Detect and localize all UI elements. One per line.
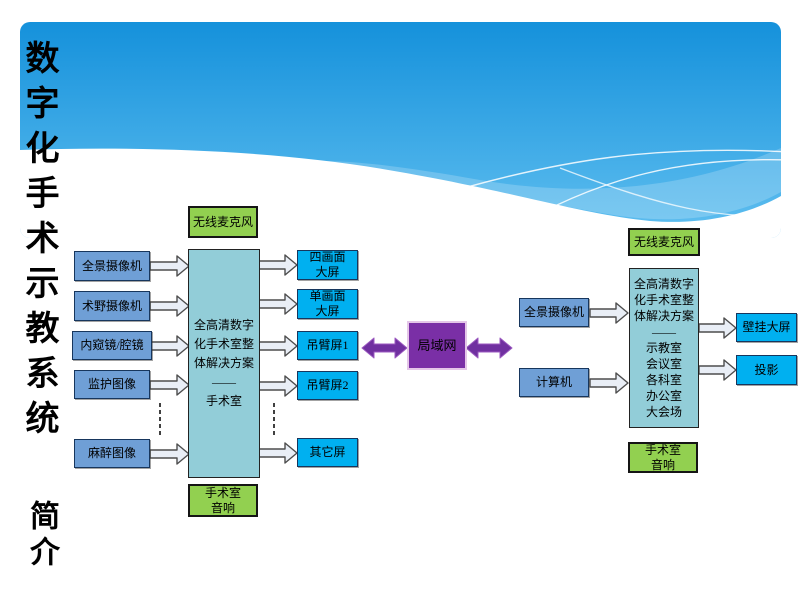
solution-line: 化手术室整	[193, 337, 254, 351]
lan-link-arrow-left	[361, 337, 408, 359]
source-label: 麻醉图像	[87, 446, 136, 460]
banner-wave-graphic	[20, 22, 781, 238]
audio-line: 手术室	[644, 442, 681, 457]
solution-line: ——	[652, 325, 676, 339]
display-line: 大屏	[315, 304, 340, 318]
display-box-single-screen: 单画面 大屏	[297, 289, 358, 319]
solution-line: 办公室	[645, 389, 682, 403]
solution-line: 体解决方案	[633, 309, 694, 323]
flow-arrow	[258, 375, 298, 397]
display-line: 大屏	[315, 265, 340, 279]
slide-subtitle-vertical: 简介	[25, 500, 58, 572]
display-box-boom-screen-2: 吊臂屏2	[297, 371, 358, 400]
audio-line: 音响	[210, 500, 235, 515]
display-line: 吊臂屏2	[306, 378, 349, 392]
audio-box-right: 手术室 音响	[628, 442, 698, 473]
solution-line: 全高清数字	[193, 318, 254, 332]
audio-line: 音响	[650, 457, 675, 472]
source-label: 内窥镜/腔镜	[80, 338, 144, 352]
display-box-projection: 投影	[736, 355, 797, 385]
source-box-panoramic-camera: 全景摄像机	[74, 251, 150, 281]
solution-line: ——	[212, 375, 236, 389]
lan-box: 局域网	[407, 321, 467, 370]
solution-line: 手术室	[205, 394, 242, 408]
source-box-endoscope: 内窥镜/腔镜	[72, 331, 152, 360]
display-box-quad-screen: 四画面 大屏	[297, 250, 358, 280]
flow-arrow	[149, 255, 190, 277]
display-line: 四画面	[309, 250, 346, 264]
solution-line: 示教室	[645, 341, 682, 355]
flow-arrow	[258, 442, 298, 464]
source-box-field-camera: 术野摄像机	[74, 291, 150, 321]
source-label: 计算机	[535, 375, 572, 389]
flow-arrow	[149, 374, 190, 396]
display-line: 投影	[754, 362, 779, 377]
display-line: 其它屏	[309, 445, 346, 459]
display-box-boom-screen-1: 吊臂屏1	[297, 331, 358, 360]
source-box-anesthesia-image: 麻醉图像	[74, 439, 150, 468]
flow-arrow	[258, 254, 298, 276]
solution-box-classrooms: 全高清数字 化手术室整 体解决方案 —— 示教室 会议室 各科室 办公室 大会场	[629, 268, 699, 428]
solution-line: 全高清数字	[633, 277, 694, 291]
source-box-monitoring-image: 监护图像	[74, 370, 150, 399]
solution-line: 会议室	[645, 357, 682, 371]
display-line: 吊臂屏1	[306, 338, 349, 352]
lan-label: 局域网	[417, 338, 457, 353]
flow-arrow	[589, 372, 629, 394]
flow-arrow	[258, 335, 298, 357]
audio-box-left: 手术室 音响	[188, 484, 258, 517]
flow-arrow	[258, 293, 298, 315]
display-line: 壁挂大屏	[742, 320, 791, 334]
audio-line: 手术室	[204, 485, 241, 500]
flow-arrow	[589, 302, 629, 324]
flow-arrow	[698, 359, 737, 381]
flow-arrow	[149, 295, 190, 317]
source-label: 全景摄像机	[523, 305, 584, 319]
lan-link-arrow-right	[465, 337, 513, 359]
flow-arrow	[149, 335, 190, 357]
solution-line: 化手术室整	[633, 293, 694, 307]
source-box-panoramic-camera-right: 全景摄像机	[519, 298, 589, 327]
source-label: 术野摄像机	[81, 298, 142, 313]
solution-line: 大会场	[645, 405, 682, 419]
wireless-mic-label: 无线麦克风	[633, 234, 694, 249]
source-box-computer: 计算机	[519, 368, 589, 397]
display-box-other-screens: 其它屏	[297, 438, 358, 467]
wireless-mic-label: 无线麦克风	[192, 214, 253, 229]
display-line: 单画面	[309, 289, 346, 303]
wireless-mic-box-left: 无线麦克风	[188, 206, 258, 238]
flow-arrow	[698, 317, 737, 339]
source-label: 监护图像	[87, 377, 136, 391]
solution-line: 体解决方案	[193, 356, 254, 370]
solution-box-operating-room: 全高清数字 化手术室整 体解决方案 —— 手术室	[188, 249, 260, 478]
source-label: 全景摄像机	[81, 258, 142, 273]
solution-line: 各科室	[645, 373, 682, 387]
wireless-mic-box-right: 无线麦克风	[628, 228, 700, 256]
display-box-wall-screen: 壁挂大屏	[736, 313, 797, 342]
slide-title-vertical: 数字化手术示教系统	[20, 40, 57, 445]
flow-arrow	[149, 443, 190, 465]
